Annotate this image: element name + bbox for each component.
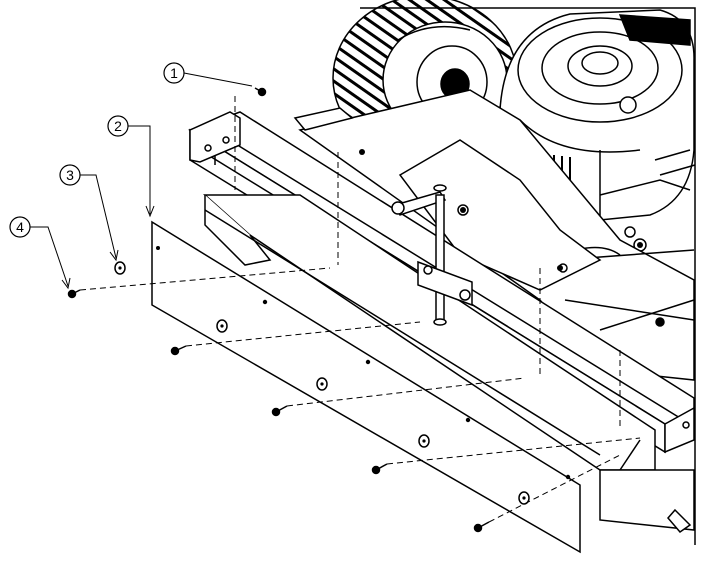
svg-text:3: 3 [66, 167, 74, 183]
screws [67, 87, 490, 533]
screw-callout-1 [254, 87, 267, 97]
svg-text:2: 2 [114, 118, 122, 134]
hitch-pin-lever [391, 184, 473, 326]
front-shield-panel [151, 220, 581, 554]
svg-text:1: 1 [170, 65, 178, 81]
washer-holes [118, 266, 526, 500]
deflector-channel [203, 194, 695, 534]
frame-bolts [259, 89, 643, 271]
assembly-lines [79, 96, 641, 523]
callout-2: 2 [107, 115, 155, 218]
callout-1: 1 [163, 62, 253, 87]
svg-text:4: 4 [16, 219, 24, 235]
callout-3: 3 [59, 164, 119, 262]
callout-4: 4 [9, 216, 71, 290]
panel-holes [156, 246, 571, 480]
frame-border [360, 7, 696, 545]
screw-callout-4 [67, 289, 81, 299]
